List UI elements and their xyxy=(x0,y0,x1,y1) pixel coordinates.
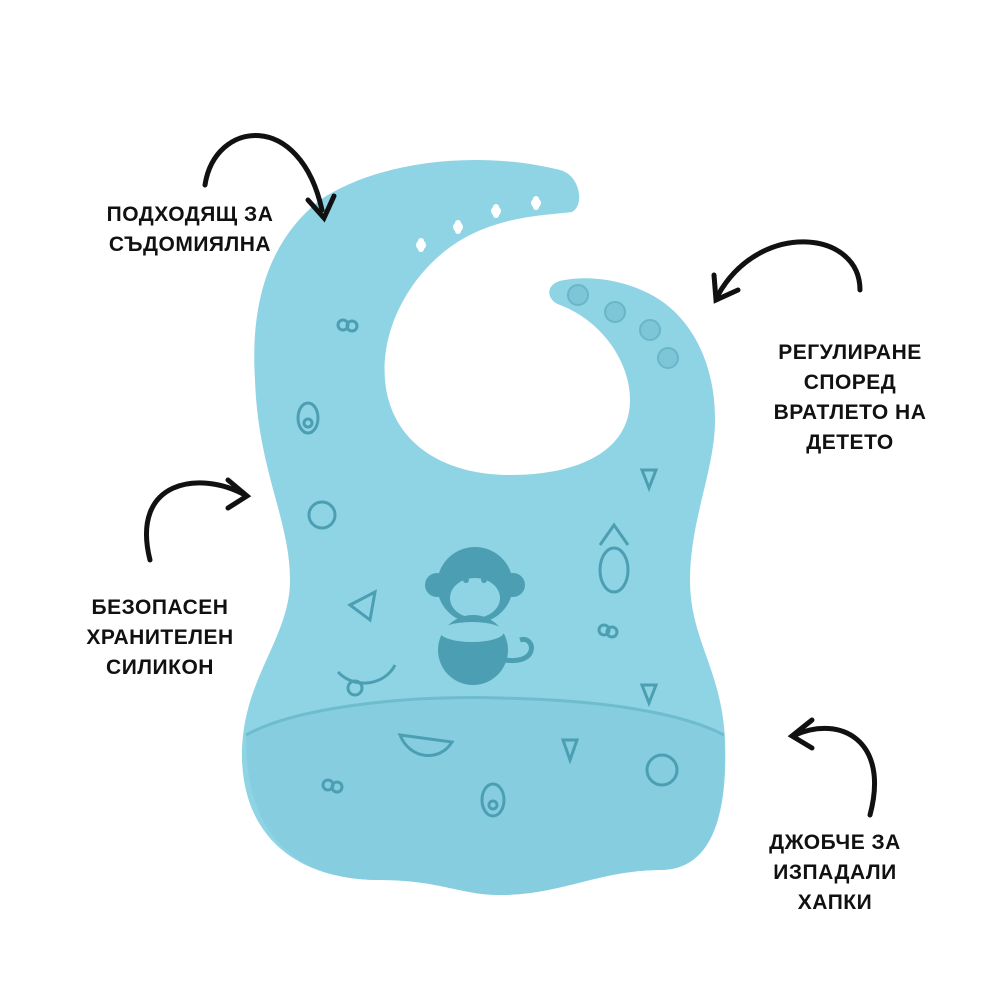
label-line: ДЖОБЧЕ ЗА xyxy=(769,831,901,854)
label-dishwasher-safe: ПОДХОДЯЩ ЗА СЪДОМИЯЛНА xyxy=(70,200,310,260)
label-line: ДЕТЕТО xyxy=(806,431,894,454)
label-line: ХАПКИ xyxy=(797,891,873,914)
label-line: БЕЗОПАСЕН xyxy=(91,596,229,619)
label-adjustable-neck: РЕГУЛИРАНЕ СПОРЕД ВРАТЛЕТО НА ДЕТЕТО xyxy=(735,338,965,458)
label-crumb-pocket: ДЖОБЧЕ ЗА ИЗПАДАЛИ ХАПКИ xyxy=(735,828,935,918)
label-line: СПОРЕД xyxy=(803,371,897,394)
label-line: РЕГУЛИРАНЕ xyxy=(778,341,922,364)
label-food-grade-silicone: БЕЗОПАСЕН ХРАНИТЕЛЕН СИЛИКОН xyxy=(60,593,260,683)
bib-pocket xyxy=(245,697,725,895)
arrows xyxy=(144,133,878,818)
monkey-icon xyxy=(425,547,534,685)
label-line: ПОДХОДЯЩ ЗА xyxy=(106,203,274,226)
fruit-icons xyxy=(296,318,679,818)
label-line: ИЗПАДАЛИ xyxy=(773,861,897,884)
label-line: ВРАТЛЕТО НА xyxy=(773,401,927,424)
neck-buttons xyxy=(567,284,679,369)
arrow-dishwasher xyxy=(202,133,325,213)
arrow-silicone xyxy=(144,480,248,563)
label-line: СИЛИКОН xyxy=(106,656,214,679)
arrow-adjustable xyxy=(715,239,863,298)
strap-holes xyxy=(416,196,541,252)
arrow-pocket xyxy=(792,725,878,818)
label-line: ХРАНИТЕЛЕН xyxy=(86,626,234,649)
pocket-rim xyxy=(245,695,725,737)
label-line: СЪДОМИЯЛНА xyxy=(108,233,272,256)
